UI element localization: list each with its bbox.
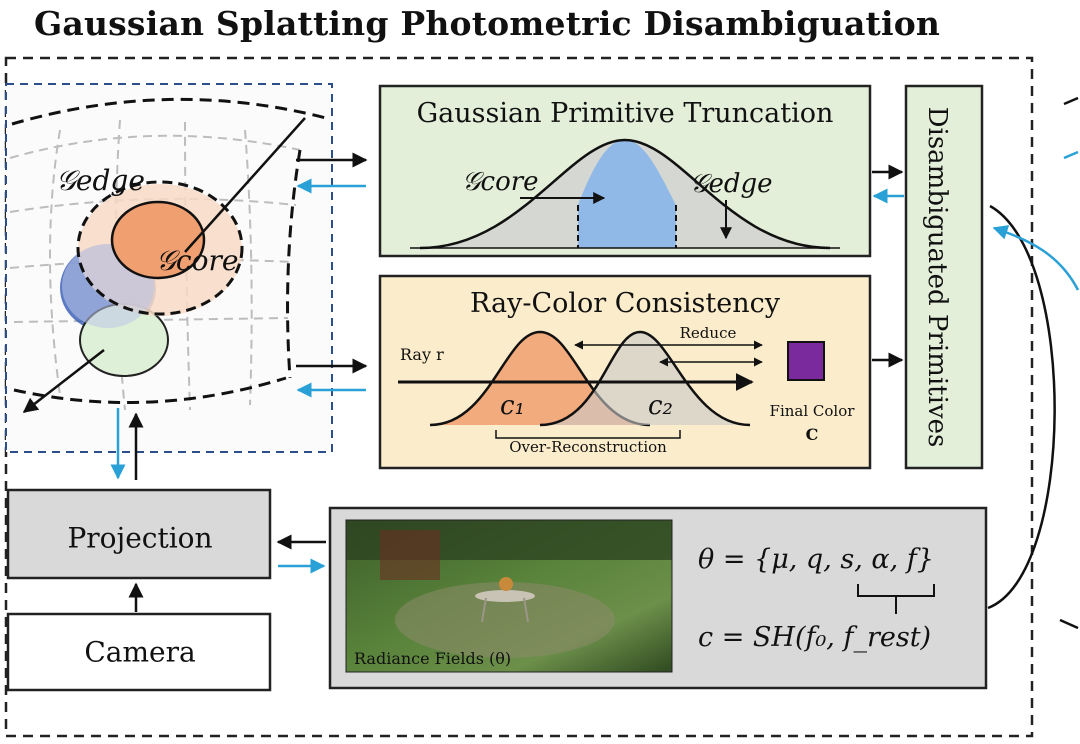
final-color-symbol: C bbox=[806, 425, 819, 444]
radiance-caption: Radiance Fields (θ) bbox=[354, 649, 511, 668]
arrows bbox=[110, 96, 1080, 630]
camera-label: Camera bbox=[84, 636, 195, 669]
disambiguated-label: Disambiguated Primitives bbox=[922, 107, 952, 448]
ray-consistency-box: Ray-Color Consistency Ray r Reduce c₁ c₂… bbox=[378, 274, 872, 470]
truncation-edge-label: 𝒢edge bbox=[690, 169, 773, 199]
truncation-box: Gaussian Primitive Truncation 𝒢core 𝒢edg… bbox=[378, 84, 872, 258]
scene-g-core-label: 𝒢core bbox=[156, 244, 238, 277]
c-equation: c = SH(f₀, f_rest) bbox=[698, 622, 931, 653]
over-reconstruction-label: Over-Reconstruction bbox=[509, 438, 667, 456]
gaussian-scene-panel: 𝒢edge 𝒢core bbox=[5, 83, 333, 453]
ray-c2-label: c₂ bbox=[648, 391, 673, 421]
projection-label: Projection bbox=[67, 522, 212, 555]
ray-r-label: Ray r bbox=[400, 345, 444, 364]
truncation-core-label: 𝒢core bbox=[462, 167, 539, 197]
ray-c1-label: c₁ bbox=[500, 391, 525, 421]
final-color-swatch bbox=[787, 341, 825, 381]
scene-g-edge-label: 𝒢edge bbox=[56, 164, 145, 197]
projection-box: Projection bbox=[6, 488, 272, 580]
camera-box: Camera bbox=[6, 612, 272, 692]
radiance-box: Radiance Fields (θ) θ = {μ, q, s, α, f} … bbox=[328, 506, 988, 690]
disambiguated-box: Disambiguated Primitives bbox=[904, 84, 984, 470]
ray-title: Ray-Color Consistency bbox=[470, 288, 781, 319]
truncation-gaussian-core bbox=[578, 140, 676, 248]
ray-gaussian-c2 bbox=[540, 332, 750, 425]
diagram-title: Gaussian Splatting Photometric Disambigu… bbox=[34, 4, 941, 43]
radiance-scene-photo bbox=[345, 519, 673, 673]
truncation-title: Gaussian Primitive Truncation bbox=[417, 98, 834, 129]
ray-reduce-label: Reduce bbox=[680, 324, 737, 342]
theta-equation: θ = {μ, q, s, α, f} bbox=[698, 544, 934, 575]
final-color-label: Final Color bbox=[770, 402, 856, 420]
